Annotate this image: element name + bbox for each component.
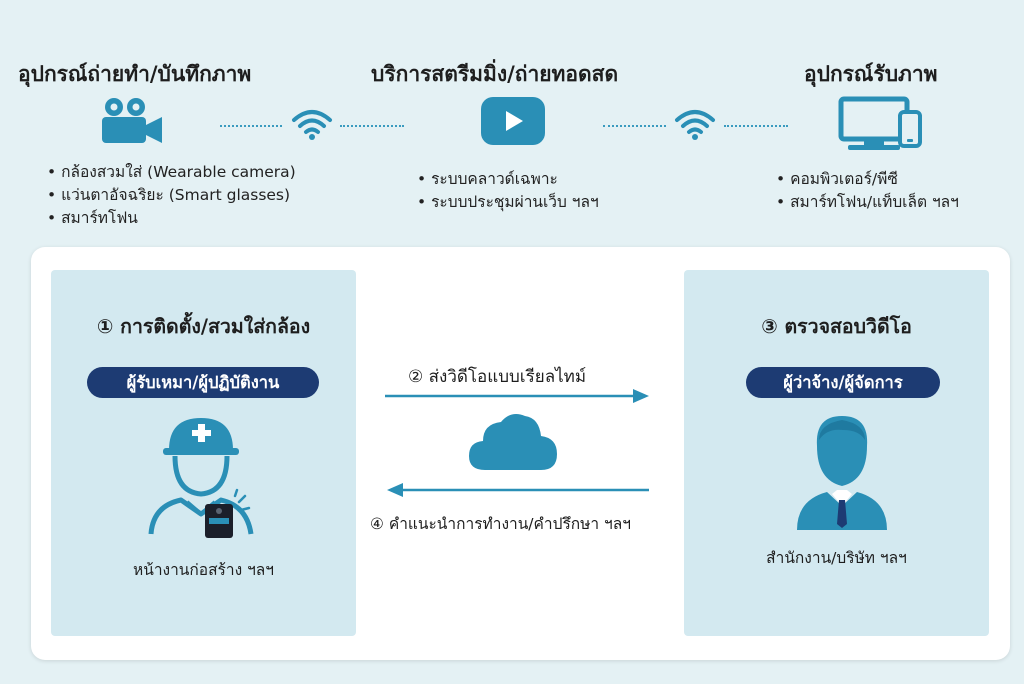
capture-devices-title: อุปกรณ์ถ่ายทำ/บันทึกภาพ [18, 62, 252, 86]
wifi-icon [291, 108, 333, 140]
step-3-title: ③ ตรวจสอบวิดีโอ [761, 315, 912, 338]
list-item: ระบบประชุมผ่านเว็บ ฯลฯ [417, 191, 599, 214]
office-location-label: สำนักงาน/บริษัท ฯลฯ [766, 549, 907, 567]
client-role-badge: ผู้ว่าจ้าง/ผู้จัดการ [746, 367, 940, 398]
dotted-connector [724, 125, 788, 127]
site-location-label: หน้างานก่อสร้าง ฯลฯ [133, 561, 274, 579]
step-2-label: ② ส่งวิดีโอแบบเรียลไทม์ [408, 367, 587, 387]
manager-person-icon [787, 410, 897, 532]
capture-device-list: กล้องสวมใส่ (Wearable camera) แว่นตาอัจฉ… [47, 161, 296, 230]
contractor-role-badge: ผู้รับเหมา/ผู้ปฏิบัติงาน [87, 367, 319, 398]
video-camera-icon [100, 95, 164, 147]
list-item: แว่นตาอัจฉริยะ (Smart glasses) [47, 184, 296, 207]
cloud-icon [467, 410, 559, 472]
streaming-service-title: บริการสตรีมมิ่ง/ถ่ายทอดสด [371, 62, 619, 86]
dotted-connector [220, 125, 282, 127]
list-item: กล้องสวมใส่ (Wearable camera) [47, 161, 296, 184]
receiving-devices-title: อุปกรณ์รับภาพ [804, 62, 938, 86]
receiving-device-list: คอมพิวเตอร์/พีซี สมาร์ทโฟน/แท็บเล็ต ฯลฯ [776, 168, 959, 214]
list-item: สมาร์ทโฟน/แท็บเล็ต ฯลฯ [776, 191, 959, 214]
list-item: สมาร์ทโฟน [47, 207, 296, 230]
step-1-title: ① การติดตั้ง/สวมใส่กล้อง [96, 315, 311, 338]
monitor-phone-icon [838, 96, 926, 152]
send-arrow [385, 386, 651, 406]
step-4-label: ④ คำแนะนำการทำงาน/คำปรึกษา ฯลฯ [370, 515, 631, 533]
list-item: คอมพิวเตอร์/พีซี [776, 168, 959, 191]
feedback-arrow [385, 480, 651, 500]
dotted-connector [603, 125, 666, 127]
play-button-icon [480, 96, 546, 146]
construction-worker-icon [143, 410, 265, 538]
streaming-service-list: ระบบคลาวด์เฉพาะ ระบบประชุมผ่านเว็บ ฯลฯ [417, 168, 599, 214]
wifi-icon [674, 108, 716, 140]
list-item: ระบบคลาวด์เฉพาะ [417, 168, 599, 191]
dotted-connector [340, 125, 404, 127]
